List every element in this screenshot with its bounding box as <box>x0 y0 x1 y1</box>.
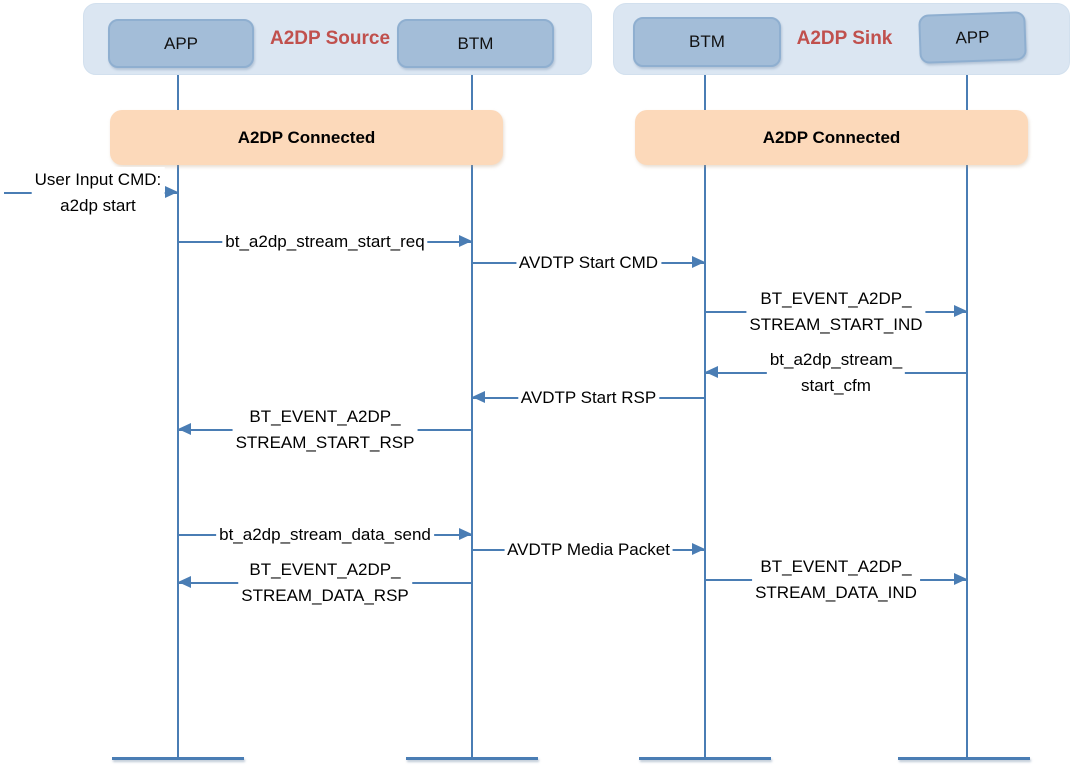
arrowhead-right-icon <box>459 235 472 247</box>
arrowhead-left-icon <box>178 423 191 435</box>
message-label: AVDTP Media Packet <box>504 537 673 563</box>
state-a2dp-connected-left: A2DP Connected <box>110 110 503 165</box>
arrowhead-right-icon <box>692 256 705 268</box>
lifeline-end-src-app <box>112 757 244 760</box>
arrowhead-left-icon <box>178 576 191 588</box>
message-label: BT_EVENT_A2DP_ STREAM_START_IND <box>746 286 926 338</box>
lifeline-src-btm <box>471 64 473 758</box>
lifeline-sink-app <box>966 57 968 758</box>
node-sink-btm: BTM <box>633 17 781 67</box>
message-label: BT_EVENT_A2DP_ STREAM_DATA_IND <box>752 554 920 606</box>
message-label: bt_a2dp_stream_start_req <box>222 229 428 255</box>
state-a2dp-connected-right: A2DP Connected <box>635 110 1028 165</box>
arrowhead-left-icon <box>705 366 718 378</box>
arrowhead-right-icon <box>954 305 967 317</box>
node-sink-btm-label: BTM <box>689 32 725 51</box>
arrowhead-right-icon <box>165 186 178 198</box>
message-label: BT_EVENT_A2DP_ STREAM_START_RSP <box>232 404 418 456</box>
node-src-btm: BTM <box>397 19 554 68</box>
state-left-label: A2DP Connected <box>237 127 376 147</box>
lifeline-end-src-btm <box>406 757 538 760</box>
lifeline-end-sink-btm <box>639 757 771 760</box>
state-right-label: A2DP Connected <box>762 127 901 147</box>
message-label: BT_EVENT_A2DP_ STREAM_DATA_RSP <box>238 557 412 609</box>
node-src-btm-label: BTM <box>457 33 494 53</box>
node-src-app-label: APP <box>163 33 199 53</box>
arrowhead-right-icon <box>692 543 705 555</box>
node-sink-app-label: APP <box>955 26 990 48</box>
message-label: bt_a2dp_stream_data_send <box>216 522 434 548</box>
lifeline-src-app <box>177 64 179 758</box>
message-label: AVDTP Start RSP <box>517 385 660 411</box>
message-label: User Input CMD: a2dp start <box>31 167 165 219</box>
message-label: AVDTP Start CMD <box>515 250 662 276</box>
arrowhead-right-icon <box>459 528 472 540</box>
lifeline-sink-btm <box>704 63 706 758</box>
node-src-app: APP <box>108 19 254 68</box>
arrowhead-left-icon <box>472 391 485 403</box>
message-label: bt_a2dp_stream_ start_cfm <box>766 347 906 399</box>
node-sink-app: APP <box>918 11 1027 64</box>
lifeline-end-sink-app <box>898 757 1030 760</box>
group-title-a2dp-sink: A2DP Sink <box>796 28 893 49</box>
group-title-a2dp-source: A2DP Source <box>269 28 391 49</box>
arrowhead-right-icon <box>954 573 967 585</box>
